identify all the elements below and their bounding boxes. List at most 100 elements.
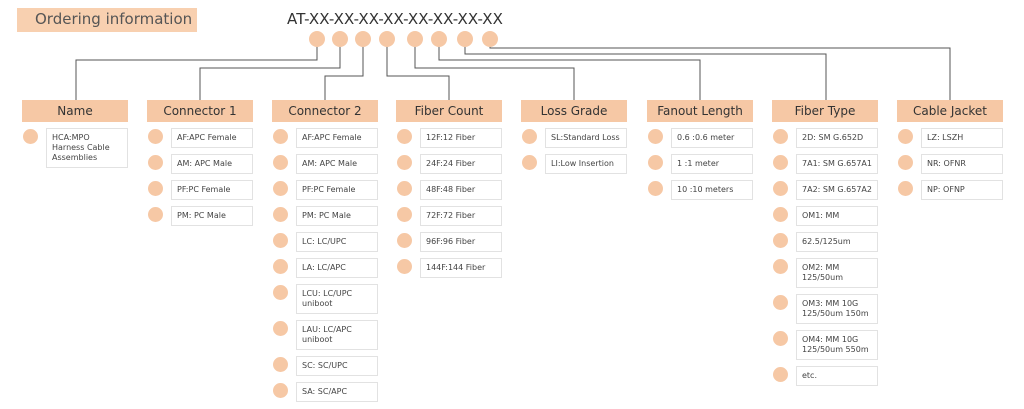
bullet-dot	[148, 181, 163, 196]
bullet-dot	[773, 181, 788, 196]
bullet-dot	[773, 259, 788, 274]
option-label: LCU: LC/UPC uniboot	[302, 289, 353, 308]
option-label: LI:Low Insertion	[551, 159, 614, 168]
column-header: Connector 1	[147, 100, 253, 122]
option-item: 72F:72 Fiber	[397, 206, 502, 226]
code-segment-dot-7	[457, 31, 473, 47]
bullet-dot	[148, 155, 163, 170]
column-header: Fiber Type	[772, 100, 878, 122]
bullet-dot	[397, 233, 412, 248]
option-label: AM: APC Male	[177, 159, 232, 168]
bullet-dot	[898, 155, 913, 170]
bullet-dot	[397, 259, 412, 274]
bullet-dot	[773, 129, 788, 144]
option-item: 48F:48 Fiber	[397, 180, 502, 200]
bullet-dot	[773, 207, 788, 222]
option-label: SC: SC/UPC	[302, 361, 348, 370]
code-segment-dot-8	[482, 31, 498, 47]
bullet-dot	[273, 155, 288, 170]
bullet-dot	[648, 155, 663, 170]
bullet-dot	[148, 207, 163, 222]
bullet-dot	[23, 129, 38, 144]
bullet-dot	[273, 129, 288, 144]
option-item: NP: OFNP	[898, 180, 1003, 200]
bullet-dot	[522, 129, 537, 144]
column-header: Name	[22, 100, 128, 122]
column-header: Connector 2	[272, 100, 378, 122]
bullet-dot	[273, 383, 288, 398]
option-label: 96F:96 Fiber	[426, 237, 476, 246]
bullet-dot	[273, 285, 288, 300]
option-item: 96F:96 Fiber	[397, 232, 502, 252]
option-item: 2D: SM G.652D	[773, 128, 878, 148]
option-item: AM: APC Male	[273, 154, 378, 174]
bullet-dot	[648, 129, 663, 144]
option-item: OM2: MM 125/50um	[773, 258, 878, 288]
option-item: 12F:12 Fiber	[397, 128, 502, 148]
code-segment-dot-4	[379, 31, 395, 47]
bullet-dot	[273, 259, 288, 274]
bullet-dot	[773, 295, 788, 310]
option-item: LA: LC/APC	[273, 258, 378, 278]
bullet-dot	[522, 155, 537, 170]
option-list: HCA:MPO Harness Cable Assemblies	[22, 128, 128, 168]
part-number-code: AT-XX-XX-XX-XX-XX-XX-XX-XX	[287, 10, 503, 28]
option-label: 144F:144 Fiber	[426, 263, 486, 272]
bullet-dot	[773, 367, 788, 382]
bullet-dot	[898, 129, 913, 144]
option-label: NP: OFNP	[927, 185, 965, 194]
option-item: OM4: MM 10G 125/50um 550m	[773, 330, 878, 360]
option-item: 62.5/125um	[773, 232, 878, 252]
bullet-dot	[273, 357, 288, 372]
bullet-dot	[773, 233, 788, 248]
bullet-dot	[773, 155, 788, 170]
section-title: Ordering information	[17, 8, 197, 32]
option-item: etc.	[773, 366, 878, 386]
option-label: PF:PC Female	[302, 185, 356, 194]
option-label: HCA:MPO Harness Cable Assemblies	[52, 133, 110, 162]
option-item: NR: OFNR	[898, 154, 1003, 174]
option-label: 10 :10 meters	[677, 185, 734, 194]
option-label: 7A1: SM G.657A1	[802, 159, 872, 168]
option-label: SA: SC/APC	[302, 387, 348, 396]
option-item: PM: PC Male	[273, 206, 378, 226]
option-label: OM3: MM 10G 125/50um 150m	[802, 299, 869, 318]
option-item: 144F:144 Fiber	[397, 258, 502, 278]
column-header: Fanout Length	[647, 100, 753, 122]
option-item: PF:PC Female	[148, 180, 253, 200]
option-item: 7A1: SM G.657A1	[773, 154, 878, 174]
option-item: OM3: MM 10G 125/50um 150m	[773, 294, 878, 324]
option-label: NR: OFNR	[927, 159, 966, 168]
option-item: OM1: MM	[773, 206, 878, 226]
bullet-dot	[273, 321, 288, 336]
option-label: PF:PC Female	[177, 185, 231, 194]
option-item: AF:APC Female	[148, 128, 253, 148]
code-segment-dot-5	[407, 31, 423, 47]
option-label: 0.6 :0.6 meter	[677, 133, 735, 142]
option-label: OM2: MM 125/50um	[802, 263, 844, 282]
option-item: PF:PC Female	[273, 180, 378, 200]
option-label: AF:APC Female	[177, 133, 237, 142]
code-segment-dot-2	[332, 31, 348, 47]
option-label: PM: PC Male	[302, 211, 351, 220]
option-label: OM1: MM	[802, 211, 840, 220]
option-label: 62.5/125um	[802, 237, 851, 246]
option-label: OM4: MM 10G 125/50um 550m	[802, 335, 869, 354]
bullet-dot	[397, 155, 412, 170]
option-label: LA: LC/APC	[302, 263, 346, 272]
option-item: PM: PC Male	[148, 206, 253, 226]
option-item: 0.6 :0.6 meter	[648, 128, 753, 148]
option-label: SL:Standard Loss	[551, 133, 620, 142]
bullet-dot	[397, 129, 412, 144]
option-item: 10 :10 meters	[648, 180, 753, 200]
option-label: AM: APC Male	[302, 159, 357, 168]
option-item: SA: SC/APC	[273, 382, 378, 402]
